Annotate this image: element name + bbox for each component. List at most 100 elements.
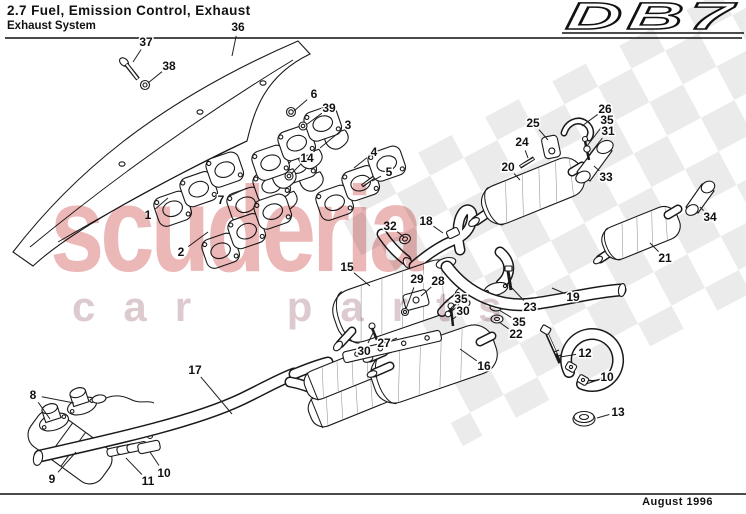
leader-line-11 xyxy=(125,457,143,475)
callout-2: 2 xyxy=(178,245,185,259)
callout-22: 22 xyxy=(509,327,523,341)
part-tailpipe-19 xyxy=(435,256,627,312)
page-subtitle: Exhaust System xyxy=(7,20,96,32)
callout-37: 37 xyxy=(139,35,153,49)
leader-line-34 xyxy=(699,206,704,211)
part-stud-5 xyxy=(360,175,376,188)
leader-line-35 xyxy=(498,309,512,318)
callout-35: 35 xyxy=(512,315,526,329)
callout-8: 8 xyxy=(30,388,37,402)
part-silencer-21 xyxy=(593,204,683,265)
callout-5: 5 xyxy=(386,165,393,179)
part-tail-trim-34 xyxy=(685,180,716,216)
leader-line-35 xyxy=(586,126,602,147)
part-stud-30a xyxy=(447,302,455,327)
callout-12: 12 xyxy=(578,346,592,360)
leader-line-26 xyxy=(581,113,599,127)
callout-33: 33 xyxy=(599,170,613,184)
part-bolt-12 xyxy=(540,324,564,364)
leader-line-37 xyxy=(132,49,142,63)
leader-line-23 xyxy=(511,287,525,301)
leader-line-19 xyxy=(551,287,565,294)
leader-line-13 xyxy=(596,414,610,419)
callout-15: 15 xyxy=(340,260,354,274)
callout-14: 14 xyxy=(300,151,314,165)
leader-line-12 xyxy=(559,353,577,358)
part-washer-22 xyxy=(490,314,504,324)
callout-34: 34 xyxy=(703,210,717,224)
part-front-muffler-15 xyxy=(332,259,478,352)
leader-line-9 xyxy=(57,451,77,473)
callout-23: 23 xyxy=(523,300,537,314)
leader-line-36 xyxy=(231,35,237,57)
leader-line-28 xyxy=(420,286,432,297)
leader-line-20 xyxy=(513,173,521,181)
leader-line-16 xyxy=(459,348,477,362)
leader-line-30 xyxy=(452,316,457,320)
leader-line-5 xyxy=(371,175,382,182)
callout-11: 11 xyxy=(142,474,155,488)
leader-line-33 xyxy=(593,165,600,172)
part-stud-30b xyxy=(368,322,379,341)
part-nut-35c xyxy=(583,145,591,153)
leader-line-18 xyxy=(433,225,444,234)
callout-20: 20 xyxy=(501,160,515,174)
page-title: 2.7 Fuel, Emission Control, Exhaust xyxy=(7,3,251,18)
leader-line-14 xyxy=(290,164,301,175)
part-bolt-23 xyxy=(504,265,513,291)
callout-29: 29 xyxy=(410,272,424,286)
part-nut-6 xyxy=(285,106,297,118)
callout-9: 9 xyxy=(49,472,56,486)
leader-line-22 xyxy=(498,321,509,330)
part-clamp-10-rear xyxy=(560,328,625,392)
callout-6: 6 xyxy=(311,87,318,101)
callout-10: 10 xyxy=(600,370,614,384)
part-washer-39 xyxy=(298,121,308,131)
db7-logo: DB7 xyxy=(564,0,740,38)
part-strap-27 xyxy=(342,329,443,364)
leader-line-27 xyxy=(392,337,398,341)
part-nut-29 xyxy=(400,307,410,317)
leader-line-1 xyxy=(154,197,169,210)
callout-24: 24 xyxy=(515,135,529,149)
callout-13: 13 xyxy=(611,405,625,419)
leader-line-15 xyxy=(353,272,371,287)
leader-line-25 xyxy=(538,129,549,141)
leader-line-8 xyxy=(41,396,75,404)
callout-16: 16 xyxy=(477,359,491,373)
leader-line-24 xyxy=(524,150,529,159)
callout-21: 21 xyxy=(658,251,672,265)
callout-3: 3 xyxy=(345,118,352,132)
leader-line-10 xyxy=(149,451,160,466)
leader-line-29 xyxy=(405,287,415,310)
callout-28: 28 xyxy=(431,274,445,288)
leader-line-3 xyxy=(319,130,342,149)
callout-10: 10 xyxy=(157,466,171,480)
part-hanger-26 xyxy=(560,117,595,142)
callout-30: 30 xyxy=(357,344,371,358)
callout-17: 17 xyxy=(188,363,202,377)
part-olive-13 xyxy=(572,410,596,427)
callout-35: 35 xyxy=(454,292,468,306)
callout-4: 4 xyxy=(371,145,378,159)
callout-1: 1 xyxy=(145,208,152,222)
callout-39: 39 xyxy=(322,101,336,115)
leader-line-8 xyxy=(37,402,51,420)
leader-line-10 xyxy=(585,379,599,385)
part-pin-24 xyxy=(518,156,536,169)
leader-line-32 xyxy=(396,231,405,238)
leader-line-2 xyxy=(187,231,209,248)
callout-27: 27 xyxy=(377,336,391,350)
callout-35: 35 xyxy=(600,113,614,127)
footer-date: August 1996 xyxy=(642,496,713,508)
part-plate-25 xyxy=(541,134,561,160)
callout-32: 32 xyxy=(383,219,397,233)
part-washer-38 xyxy=(139,79,151,91)
leader-line-30 xyxy=(367,332,374,344)
part-bolt-37 xyxy=(119,57,140,81)
callout-36: 36 xyxy=(231,20,245,34)
callout-30: 30 xyxy=(456,304,470,318)
